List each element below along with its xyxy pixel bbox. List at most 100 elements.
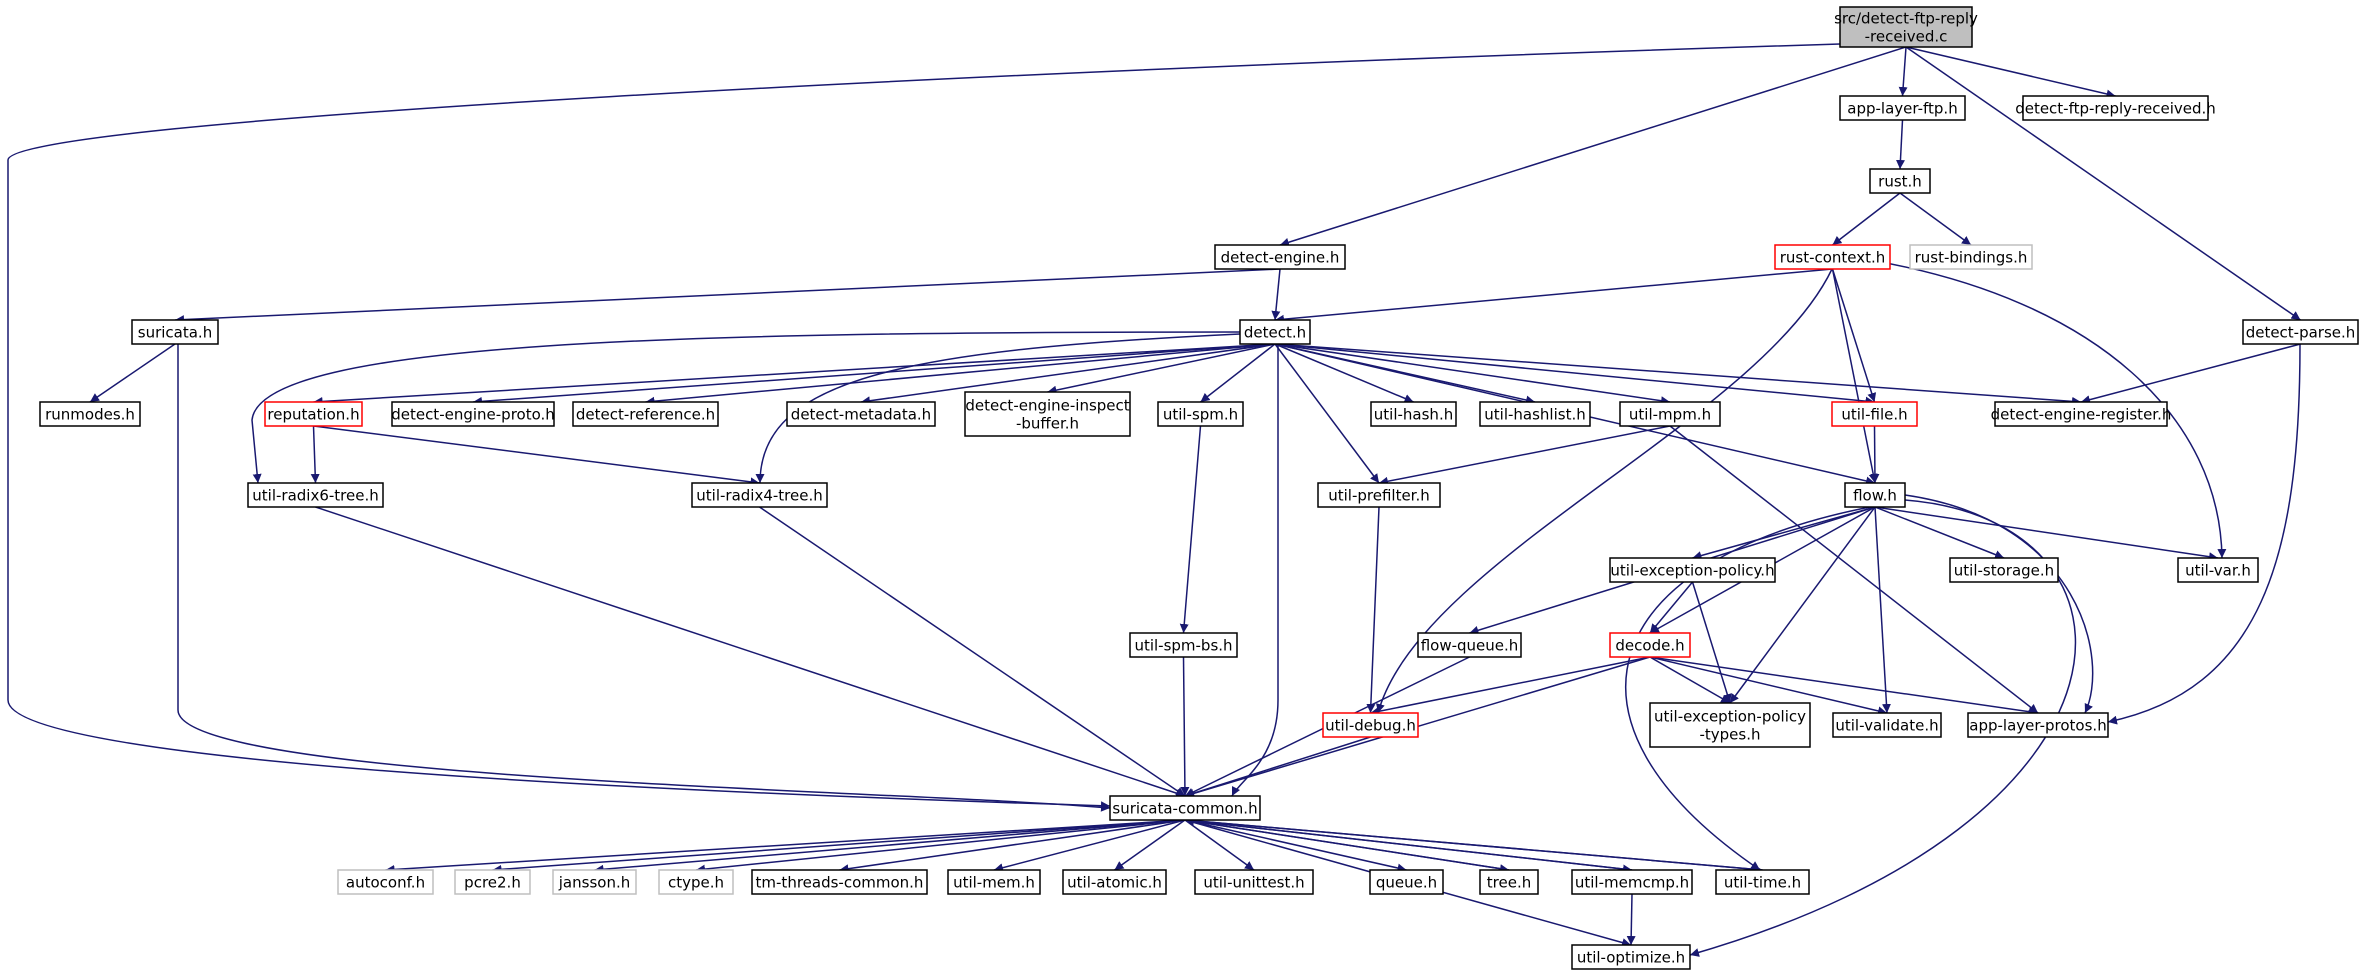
node-root[interactable]: src/detect-ftp-reply-received.c (1834, 6, 1978, 48)
node-util-memcmp[interactable]: util-memcmp.h (1571, 869, 1693, 895)
node-util-atomic[interactable]: util-atomic.h (1062, 869, 1167, 895)
node-box (1844, 482, 1906, 508)
node-queue[interactable]: queue.h (1369, 869, 1444, 895)
edge-detect-to-detect-engine-inspect-buffer (1047, 343, 1276, 395)
node-box (1109, 795, 1261, 821)
node-util-spm[interactable]: util-spm.h (1157, 401, 1244, 427)
edge-detect-to-detect-engine-register (1274, 343, 2082, 406)
edge-suricata-common-to-queue (1184, 819, 1407, 873)
edge-util-mpm-to-util-prefilter (1378, 425, 1671, 486)
node-util-radix6-tree[interactable]: util-radix6-tree.h (247, 482, 384, 508)
node-label: util-mpm.h (1629, 406, 1711, 424)
node-detect-engine-inspect-buffer[interactable]: detect-engine-inspect-buffer.h (964, 391, 1131, 437)
node-detect[interactable]: detect.h (1239, 319, 1311, 345)
node-box (1129, 632, 1238, 658)
node-util-hashlist[interactable]: util-hashlist.h (1479, 401, 1591, 427)
node-runmodes[interactable]: runmodes.h (39, 401, 141, 427)
node-box (964, 391, 1131, 437)
node-label: decode.h (1615, 637, 1684, 655)
node-box (39, 401, 141, 427)
node-tm-threads-common[interactable]: tm-threads-common.h (751, 869, 928, 895)
node-util-var[interactable]: util-var.h (2177, 557, 2259, 583)
node-pcre2[interactable]: pcre2.h (454, 869, 531, 895)
node-app-layer-ftp[interactable]: app-layer-ftp.h (1839, 95, 1966, 121)
node-label: detect-engine.h (1221, 249, 1340, 267)
edge-suricata-common-to-util-atomic (1114, 819, 1186, 871)
node-util-hash[interactable]: util-hash.h (1370, 401, 1457, 427)
node-label: util-time.h (1724, 874, 1801, 892)
node-label: queue.h (1376, 874, 1437, 892)
node-util-prefilter[interactable]: util-prefilter.h (1317, 482, 1441, 508)
edge-util-prefilter-to-util-debug (1366, 506, 1380, 714)
node-suricata[interactable]: suricata.h (131, 319, 219, 345)
node-detect-metadata[interactable]: detect-metadata.h (786, 401, 936, 427)
node-util-spm-bs[interactable]: util-spm-bs.h (1129, 632, 1238, 658)
edge-util-file-to-flow (1870, 425, 1880, 484)
node-util-debug[interactable]: util-debug.h (1322, 712, 1419, 738)
node-rust-context[interactable]: rust-context.h (1774, 244, 1891, 270)
node-label: util-unittest.h (1203, 874, 1304, 892)
node-reputation[interactable]: reputation.h (264, 401, 363, 427)
edge-detect-to-suricata-common (1231, 344, 1279, 797)
node-label: autoconf.h (346, 874, 425, 892)
node-rust-bindings[interactable]: rust-bindings.h (1909, 244, 2033, 270)
node-app-layer-protos[interactable]: app-layer-protos.h (1967, 712, 2109, 738)
node-detect-parse[interactable]: detect-parse.h (2242, 319, 2359, 345)
edge-suricata-common-to-ctype (695, 819, 1186, 874)
node-label: rust.h (1878, 173, 1922, 191)
node-autoconf[interactable]: autoconf.h (337, 869, 434, 895)
node-ctype[interactable]: ctype.h (658, 869, 734, 895)
edge-util-debug-to-suricata-common (1184, 736, 1371, 798)
node-label: util-memcmp.h (1575, 874, 1689, 892)
node-box (1967, 712, 2109, 738)
node-label: util-exception-policy.h (1610, 562, 1774, 580)
node-util-file[interactable]: util-file.h (1831, 401, 1918, 427)
edge-detect-engine-to-detect (1271, 268, 1281, 321)
node-box (1649, 702, 1811, 748)
node-label: tm-threads-common.h (756, 874, 924, 892)
node-box (1831, 401, 1918, 427)
node-util-mem[interactable]: util-mem.h (947, 869, 1041, 895)
node-util-exception-policy-types[interactable]: util-exception-policy-types.h (1649, 702, 1811, 748)
edge-util-time-to-suricata-common (1184, 816, 1763, 871)
node-util-validate[interactable]: util-validate.h (1832, 712, 1942, 738)
edge-detect-to-util-file (1274, 343, 1875, 406)
node-util-optimize[interactable]: util-optimize.h (1571, 944, 1691, 970)
node-suricata-common[interactable]: suricata-common.h (1109, 795, 1261, 821)
node-label: util-radix6-tree.h (252, 487, 378, 505)
node-rust[interactable]: rust.h (1869, 168, 1931, 194)
edge-detect-to-detect-metadata (860, 343, 1276, 406)
node-detect-reference[interactable]: detect-reference.h (572, 401, 719, 427)
node-jansson[interactable]: jansson.h (552, 869, 637, 895)
node-util-time[interactable]: util-time.h (1715, 869, 1810, 895)
edge-util-spm-bs-to-suricata-common (1180, 656, 1190, 797)
node-detect-engine-register[interactable]: detect-engine-register.h (1991, 401, 2172, 427)
edge-detect-to-util-mpm (1274, 343, 1671, 406)
node-label: -buffer.h (1016, 415, 1079, 433)
node-box (1839, 6, 1973, 48)
node-util-storage[interactable]: util-storage.h (1949, 557, 2059, 583)
node-box (1479, 869, 1539, 895)
node-decode[interactable]: decode.h (1609, 632, 1691, 658)
node-label: rust-context.h (1780, 249, 1886, 267)
node-box (1832, 712, 1942, 738)
edge-flow-to-util-exception-policy (1692, 506, 1876, 560)
node-label: flow.h (1853, 487, 1897, 505)
node-flow-queue[interactable]: flow-queue.h (1417, 632, 1522, 658)
node-util-mpm[interactable]: util-mpm.h (1619, 401, 1721, 427)
node-detect-engine[interactable]: detect-engine.h (1214, 244, 1346, 270)
edge-util-spm-to-util-spm-bs (1179, 425, 1202, 634)
node-util-exception-policy[interactable]: util-exception-policy.h (1609, 557, 1776, 583)
node-box (391, 401, 555, 427)
node-label: util-optimize.h (1577, 949, 1685, 967)
edge-detect-to-util-hash (1274, 343, 1414, 403)
node-detect-engine-proto[interactable]: detect-engine-proto.h (391, 401, 555, 427)
node-flow[interactable]: flow.h (1844, 482, 1906, 508)
node-label: detect-engine-inspect (965, 397, 1129, 415)
node-tree[interactable]: tree.h (1479, 869, 1539, 895)
node-util-unittest[interactable]: util-unittest.h (1194, 869, 1314, 895)
node-label: suricata.h (138, 324, 212, 342)
node-detect-ftp-reply-received[interactable]: detect-ftp-reply-received.h (2015, 95, 2216, 121)
node-util-radix4-tree[interactable]: util-radix4-tree.h (691, 482, 828, 508)
edge-suricata-common-to-pcre2 (492, 819, 1186, 874)
